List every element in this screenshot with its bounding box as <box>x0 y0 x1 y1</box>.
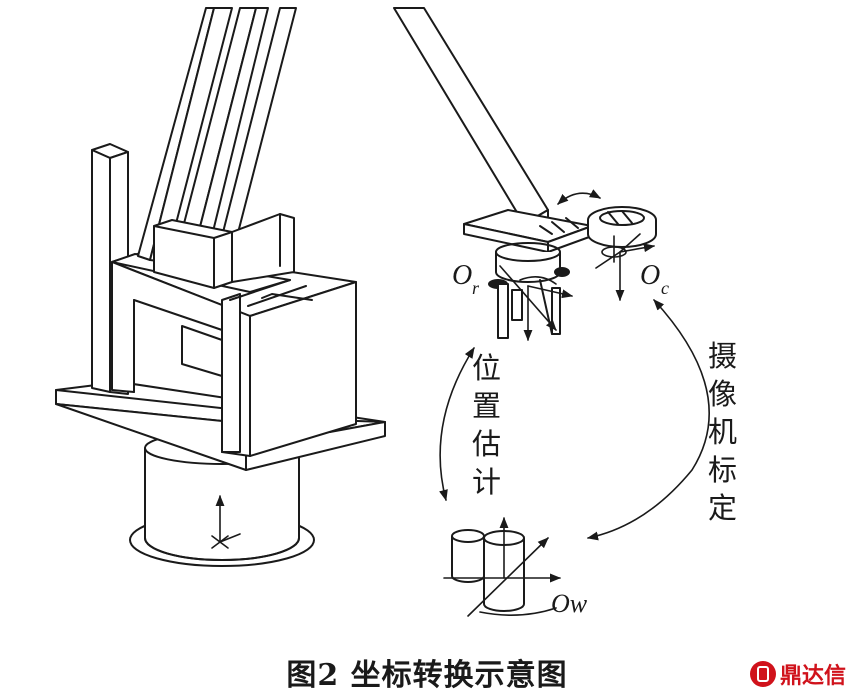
robot-frame-axes <box>499 265 574 342</box>
watermark-logo: 鼎达信 <box>749 658 846 690</box>
camera-calibration-label: 摄 像 机 标 定 <box>708 339 737 525</box>
svg-text:置: 置 <box>472 389 501 423</box>
workpiece-objects <box>451 529 525 612</box>
world-frame-label: Ow <box>551 589 588 618</box>
robot-arm-left-links <box>137 7 297 269</box>
svg-text:摄: 摄 <box>708 339 737 373</box>
robot-arm-right-link <box>393 7 549 247</box>
camera-mount <box>587 206 657 248</box>
svg-text:定: 定 <box>708 491 737 525</box>
figure-caption: 图2 坐标转换示意图 <box>286 658 568 693</box>
rotation-arrow <box>557 189 601 205</box>
svg-text:位: 位 <box>472 351 501 385</box>
svg-text:像: 像 <box>708 377 737 411</box>
world-frame-axes <box>443 516 562 617</box>
end-effector-plate <box>463 209 593 253</box>
gripper <box>488 242 570 339</box>
camera-frame-label: O <box>640 260 660 291</box>
svg-text:机: 机 <box>708 415 737 449</box>
camera-frame-axes <box>595 233 656 302</box>
camera-frame-subscript: c <box>661 278 669 298</box>
robot-shoulder-block <box>153 213 295 289</box>
robot-frame-subscript: r <box>472 278 480 298</box>
watermark-text: 鼎达信 <box>779 664 846 689</box>
robot-frame-label: O <box>452 260 472 291</box>
svg-text:估: 估 <box>472 427 501 461</box>
position-estimation-arrow <box>439 347 475 502</box>
position-estimation-label: 位 置 估 计 <box>472 351 501 499</box>
svg-text:计: 计 <box>472 465 501 499</box>
camera-calibration-arrow <box>586 299 710 541</box>
svg-text:标: 标 <box>708 453 737 487</box>
watermark-icon <box>749 661 776 687</box>
base-frame-axes <box>211 494 241 549</box>
